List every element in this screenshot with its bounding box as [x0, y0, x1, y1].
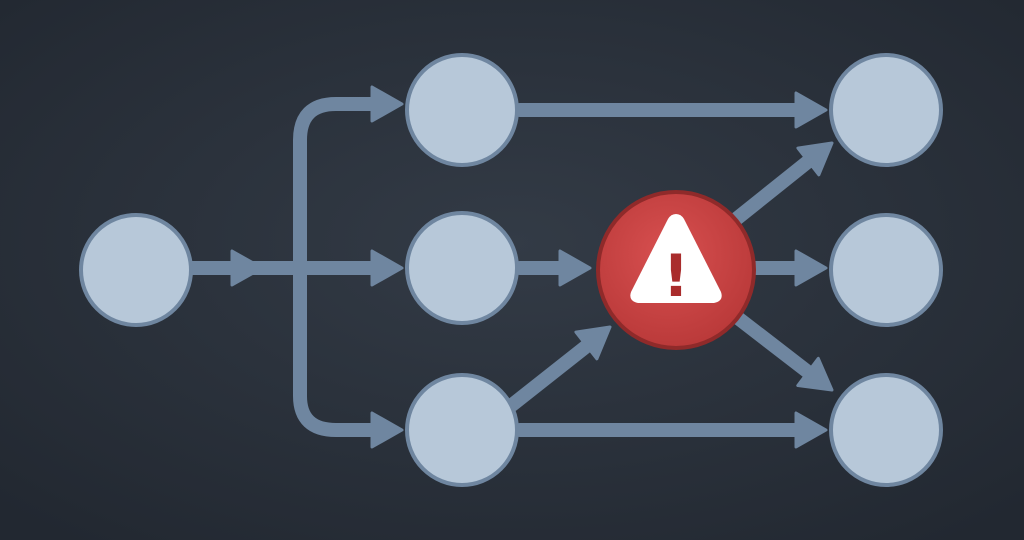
node-branch-bottom — [405, 373, 519, 487]
node-branch-middle — [405, 211, 519, 325]
nodes-layer — [79, 53, 943, 487]
warning-exclamation-mark: ! — [663, 242, 689, 310]
edges-layer — [185, 97, 817, 437]
node-source — [79, 213, 193, 327]
edge-warning-to-target-bottom — [731, 311, 815, 379]
warning-triangle-icon — [630, 214, 722, 303]
edge-source-to-branch-bottom — [293, 261, 387, 437]
arrowhead-warning-to-target-bottom — [796, 356, 834, 392]
arrowhead-target-bottom-straight — [794, 411, 828, 449]
arrowhead-to-warning-middle — [558, 249, 592, 287]
arrowheads-layer — [230, 85, 834, 449]
node-target-bottom — [829, 373, 943, 487]
arrowhead-branch-bottom — [370, 411, 404, 449]
arrowhead-target-top — [794, 91, 828, 129]
warning-node: ! — [596, 190, 756, 350]
edge-warning-to-target-top — [728, 153, 817, 227]
arrowhead-trunk — [230, 249, 264, 287]
arrowhead-warning-to-target-middle — [794, 249, 828, 287]
arrowhead-branch-top — [370, 85, 404, 123]
node-target-top — [829, 53, 943, 167]
arrowhead-warning-to-target-top — [796, 141, 834, 177]
arrowhead-branch-middle — [370, 249, 404, 287]
node-target-middle — [829, 213, 943, 327]
node-branch-top — [405, 53, 519, 167]
edge-branch-bottom-to-warning — [505, 338, 595, 412]
edge-source-to-branch-top — [293, 97, 387, 275]
arrowhead-to-warning-bottom — [574, 325, 612, 361]
